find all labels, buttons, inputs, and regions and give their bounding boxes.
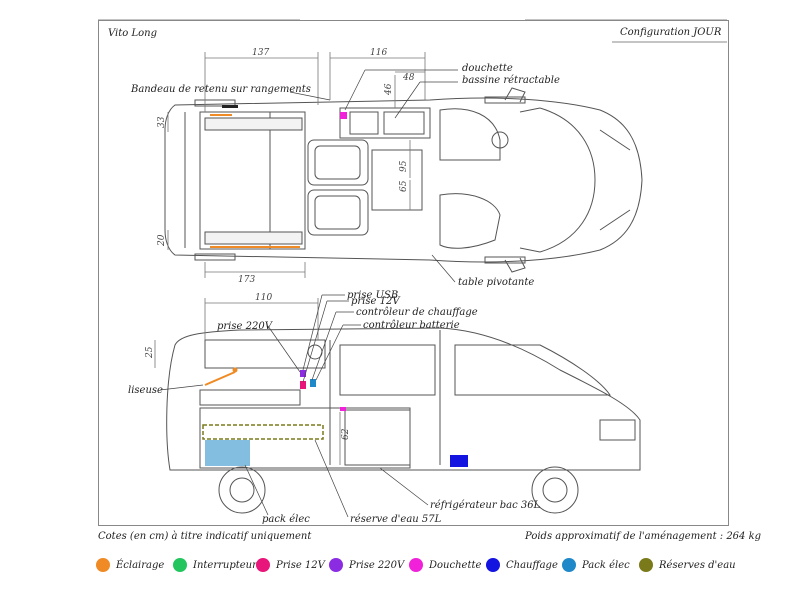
legend-label: Éclairage: [116, 559, 165, 571]
dim-116: 116: [370, 48, 387, 58]
chauffage-dot-icon: [486, 558, 500, 572]
legend-label: Chauffage: [506, 559, 558, 571]
legend-label: Pack élec: [582, 559, 630, 571]
legend-item-reserves-eau: Réserves d'eau: [639, 556, 736, 574]
legend-label: Prise 220V: [349, 559, 405, 571]
callout-prise-220v: prise 220V: [217, 321, 274, 332]
callout-reserve-eau: réserve d'eau 57L: [350, 514, 442, 525]
dimensions-note: Cotes (en cm) à titre indicatif uniqueme…: [98, 531, 312, 542]
legend-item-interrupteur: Interrupteur: [173, 556, 257, 574]
weight-note: Poids approximatif de l'aménagement : 26…: [525, 531, 762, 542]
legend-item-eclairage: Éclairage: [96, 556, 164, 574]
callout-douchette: douchette: [462, 63, 513, 74]
callout-liseuse: liseuse: [128, 385, 163, 396]
side-view: [166, 327, 641, 514]
dim-62: 62: [341, 428, 351, 440]
callout-bandeau: Bandeau de retenu sur rangements: [130, 84, 311, 95]
legend-label: Prise 12V: [276, 559, 325, 571]
configuration-title: Configuration JOUR: [620, 27, 722, 38]
callout-prise-12v: prise 12V: [351, 296, 401, 307]
dim-95: 95: [399, 160, 409, 172]
dim-25: 25: [145, 346, 155, 359]
callout-pack-elec: pack élec: [262, 514, 310, 525]
eclairage-dot-icon: [96, 558, 110, 572]
dim-137: 137: [252, 48, 269, 58]
legend-label: Interrupteur: [193, 559, 257, 571]
prise-12v-dot-icon: [256, 558, 270, 572]
legend-label: Réserves d'eau: [659, 559, 736, 571]
callout-prise-usb: prise USB: [347, 290, 398, 301]
dim-46: 46: [384, 83, 394, 96]
dim-110: 110: [255, 293, 272, 303]
vehicle-title: Vito Long: [108, 28, 157, 39]
legend-item-prise-12v: Prise 12V: [256, 556, 325, 574]
legend: Éclairage Interrupteur Prise 12V Prise 2…: [96, 556, 736, 576]
callout-controleur-batterie: contrôleur batterie: [363, 320, 460, 331]
callout-bassine: bassine rétractable: [462, 75, 560, 86]
callout-controleur-chauffage: contrôleur de chauffage: [356, 307, 478, 318]
legend-item-pack-elec: Pack élec: [562, 556, 630, 574]
dim-65: 65: [399, 180, 409, 192]
callout-refrigerateur: réfrigérateur bac 36L: [430, 500, 541, 511]
callout-table: table pivotante: [458, 277, 534, 288]
dim-33: 33: [157, 116, 167, 128]
legend-item-prise-220v: Prise 220V: [329, 556, 404, 574]
dim-20: 20: [157, 234, 167, 247]
pack-elec-dot-icon: [562, 558, 576, 572]
interrupteur-dot-icon: [173, 558, 187, 572]
legend-label: Douchette: [429, 559, 482, 571]
diagram-frame: [98, 20, 729, 526]
reserves-eau-dot-icon: [639, 558, 653, 572]
top-view: [164, 87, 643, 273]
dim-48: 48: [402, 73, 415, 83]
douchette-dot-icon: [409, 558, 423, 572]
prise-220v-dot-icon: [329, 558, 343, 572]
dim-173: 173: [238, 275, 255, 285]
legend-item-chauffage: Chauffage: [486, 556, 558, 574]
legend-item-douchette: Douchette: [409, 556, 481, 574]
